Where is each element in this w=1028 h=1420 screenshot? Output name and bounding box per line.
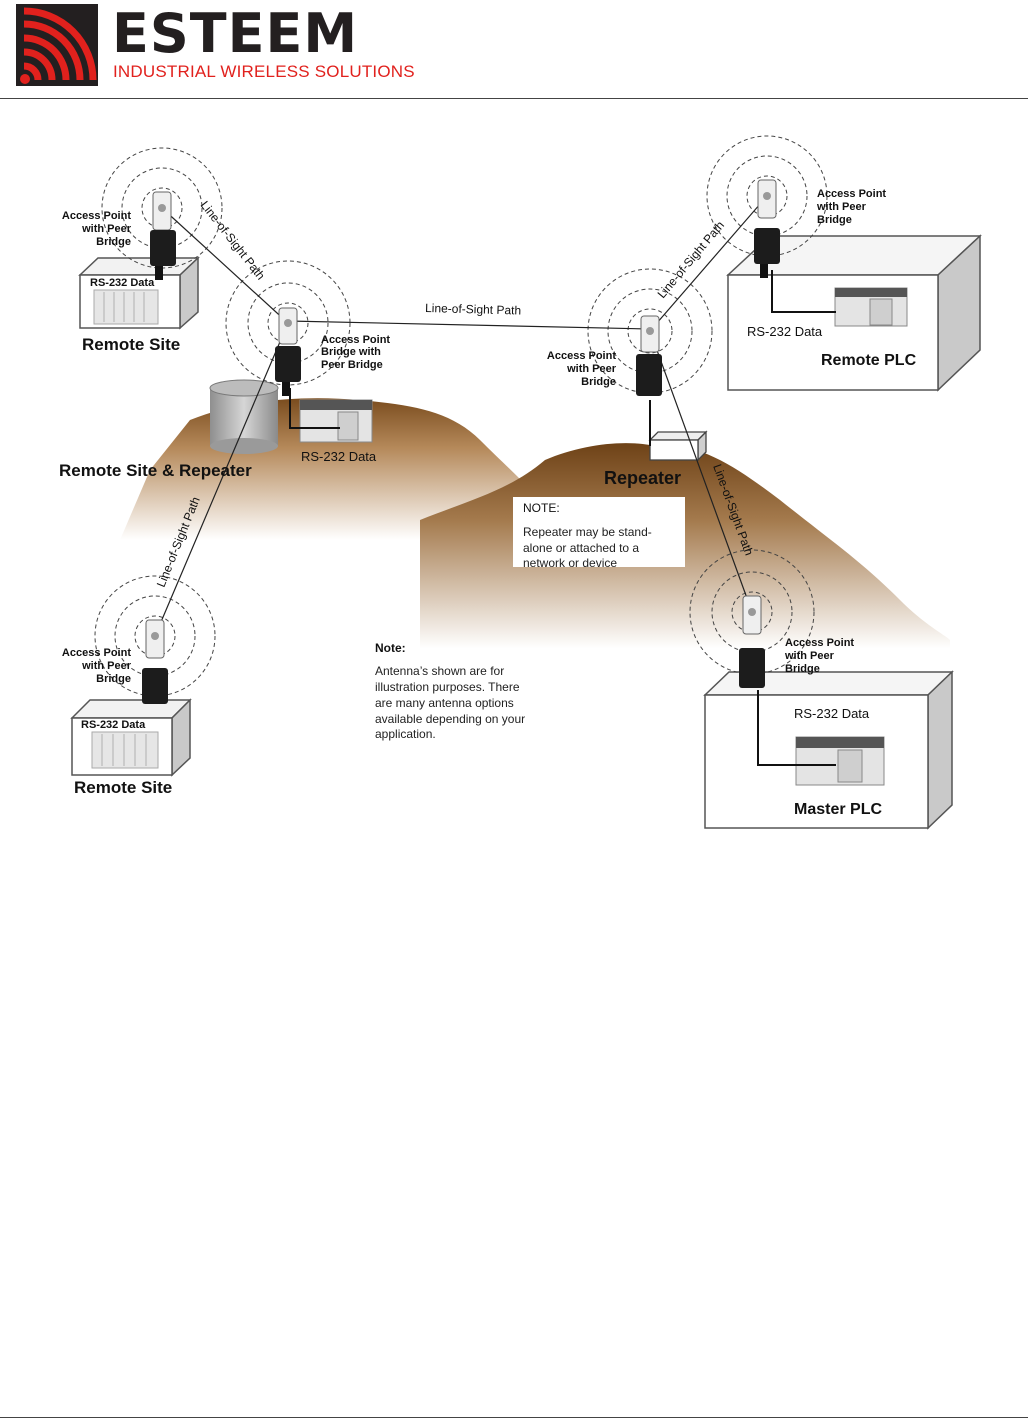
site-label-remote-site-bottom: Remote Site [74,778,172,797]
radio-label-line: Bridge [96,236,131,248]
data-label: RS-232 Data [81,719,146,731]
radio-icon-top-right [754,179,780,278]
los-label-middle-repeater: Line-of-Sight Path [425,301,521,318]
los-path-middle-bottom-left [154,322,289,637]
brand-name: ESTEEM [112,2,359,65]
radio-label-line: Access Point [62,647,131,659]
radio-icon-top-left [150,191,176,280]
radio-label-line: Peer Bridge [321,359,383,371]
plc-rack-icon [299,399,373,443]
los-label-top-left: Line-of-Sight Path [198,198,268,282]
los-path-repeater-master [649,330,753,613]
data-cable [771,270,836,313]
los-label-repeater-top-right: Line-of-Sight Path [655,218,727,301]
footer-divider [0,1417,1028,1418]
radio-label-line: Bridge [785,663,820,675]
repeater-note-title: NOTE: [523,501,560,515]
plc-rack-icon [91,731,159,769]
antenna-note-line: Antenna’s shown are for [375,664,504,678]
site-label-remote-site-top: Remote Site [82,335,180,354]
site-label-remote-plc: Remote PLC [821,352,917,369]
antenna-note-title: Note: [375,641,406,655]
los-path-middle-repeater [287,320,651,330]
header-divider [0,98,1028,99]
data-label: RS-232 Data [747,324,823,339]
radio-label-line: Access Point [62,210,131,222]
repeater-note-line: network or device [523,556,617,570]
brand-tagline: INDUSTRIAL WIRELESS SOLUTIONS [113,62,415,81]
radio-icon-bottom-left [142,619,168,704]
radio-label-line: Access Point [547,350,616,362]
plc-rack-icon [834,287,908,327]
antenna-note-line: available depending on your [375,712,525,726]
radio-icon-bottom-right [739,595,765,688]
water-tank-icon [209,379,279,454]
antenna-note-line: application. [375,727,436,741]
plc-rack-icon [93,289,159,325]
page-header: ESTEEM INDUSTRIAL WIRELESS SOLUTIONS [0,0,1028,100]
radio-label-line: Access Point [321,334,390,346]
data-cable [757,690,836,766]
network-diagram: Line-of-Sight Path Line-of-Sight Path Li… [59,135,982,830]
radio-icon-repeater [636,315,662,396]
radio-label-line: Access Point [817,188,886,200]
radio-label-line: with Peer [566,363,617,375]
radio-icon-middle [275,307,301,396]
los-path-repeater-top-right [649,195,768,332]
radio-label-line: with Peer [81,660,132,672]
radio-label-line: with Peer [784,650,835,662]
repeater-note-box [513,497,685,567]
radio-label-line: with Peer [816,201,867,213]
data-label: RS-232 Data [794,706,870,721]
repeater-box [648,430,708,462]
radio-label-line: Access Point [785,637,854,649]
data-label: RS-232 Data [301,449,377,464]
antenna-note-line: are many antenna options [375,696,514,710]
radio-label-line: Bridge [96,673,131,685]
radio-label-line: Bridge with [321,346,381,358]
master-plc-enclosure [703,670,954,830]
site-label-master-plc: Master PLC [794,801,882,818]
repeater-note-line: alone or attached to a [523,541,639,555]
radio-label-line: Bridge [817,214,852,226]
plc-rack-icon [795,736,885,786]
site-label-remote-site-repeater: Remote Site & Repeater [59,461,252,480]
radio-label-line: with Peer [81,223,132,235]
antenna-note-line: illustration purposes. There [375,680,520,694]
data-label: RS-232 Data [90,277,155,289]
repeater-note-line: Repeater may be stand- [523,525,652,539]
wireless-waves-logo-icon [16,4,98,86]
radio-label-line: Bridge [581,376,616,388]
data-cable [289,388,340,429]
los-path-top-left [161,207,289,324]
site-label-repeater: Repeater [604,468,681,488]
